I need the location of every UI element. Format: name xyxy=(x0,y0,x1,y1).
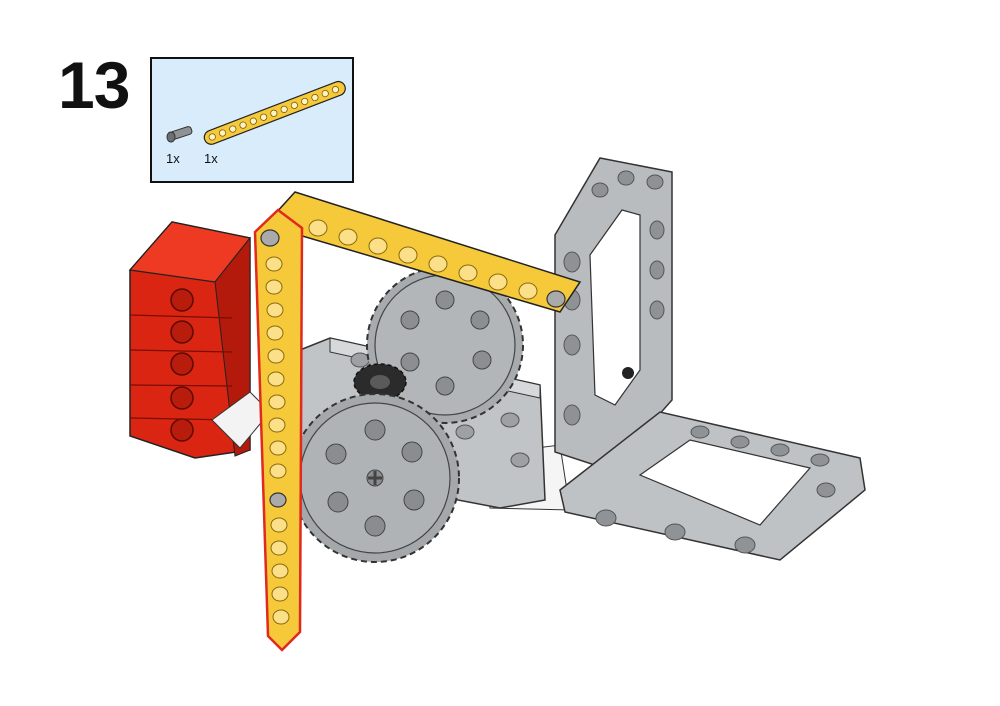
horizontal-gray-frame xyxy=(559,411,866,561)
parts-illustration xyxy=(166,80,346,145)
beam-quantity: 1x xyxy=(204,151,218,166)
parts-callout: 1x 1x xyxy=(150,57,354,183)
step-number: 13 xyxy=(58,48,130,122)
front-gear xyxy=(290,393,460,563)
new-yellow-beam-highlight xyxy=(253,208,304,652)
horizontal-yellow-beam xyxy=(263,191,582,313)
pin-icon xyxy=(166,126,193,143)
vertical-gray-frame xyxy=(554,157,673,471)
yellow-beam-icon xyxy=(203,80,346,145)
pin-quantity: 1x xyxy=(166,151,180,166)
red-motor-brick xyxy=(128,221,252,459)
black-gear xyxy=(353,363,407,401)
